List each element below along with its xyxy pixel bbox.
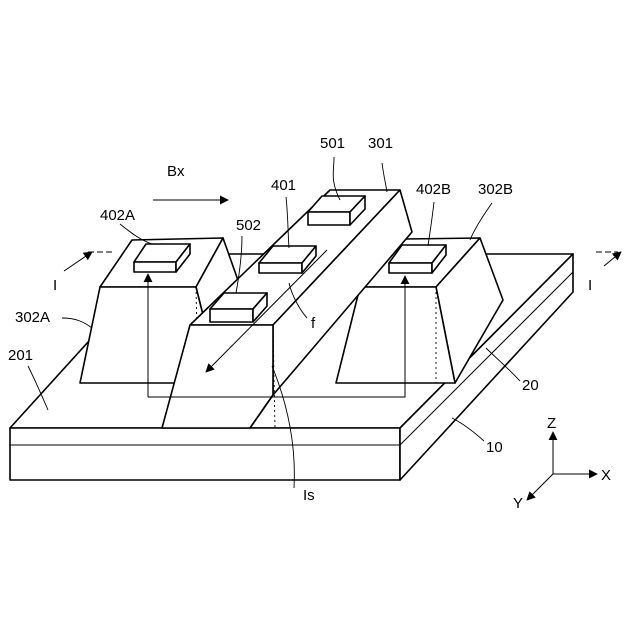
leader-10 <box>452 418 484 441</box>
label-10: 10 <box>486 439 503 456</box>
pad-402A-front <box>134 262 176 272</box>
section-marker-left <box>64 252 112 271</box>
label-section-left: I <box>53 277 57 294</box>
label-axis-x: X <box>601 467 611 484</box>
leader-301 <box>382 163 387 192</box>
pad-402B-front <box>389 263 432 273</box>
label-bx: Bx <box>167 163 185 180</box>
label-502: 502 <box>236 217 261 234</box>
label-501: 501 <box>320 135 345 152</box>
label-201: 201 <box>8 347 33 364</box>
pad-502-front <box>210 309 253 322</box>
leader-302B <box>470 203 492 240</box>
pad-501-front <box>308 212 350 225</box>
label-axis-z: Z <box>547 415 556 432</box>
section-arrow-right <box>604 252 621 266</box>
pad-401-front <box>259 263 302 273</box>
substrate-front-face <box>10 428 400 480</box>
label-302A: 302A <box>15 309 50 326</box>
label-20: 20 <box>522 377 539 394</box>
label-Is: Is <box>303 487 315 504</box>
label-401: 401 <box>271 177 296 194</box>
label-axis-y: Y <box>513 495 523 512</box>
axis-y-arrow <box>527 474 553 500</box>
label-301: 301 <box>368 135 393 152</box>
axes-triad <box>527 432 597 500</box>
label-402B: 402B <box>416 181 451 198</box>
section-marker-right <box>596 252 621 266</box>
label-402A: 402A <box>100 207 135 224</box>
label-302B: 302B <box>478 181 513 198</box>
leader-302A <box>62 318 92 328</box>
section-arrow-left <box>64 252 92 271</box>
label-section-right: I <box>588 277 592 294</box>
